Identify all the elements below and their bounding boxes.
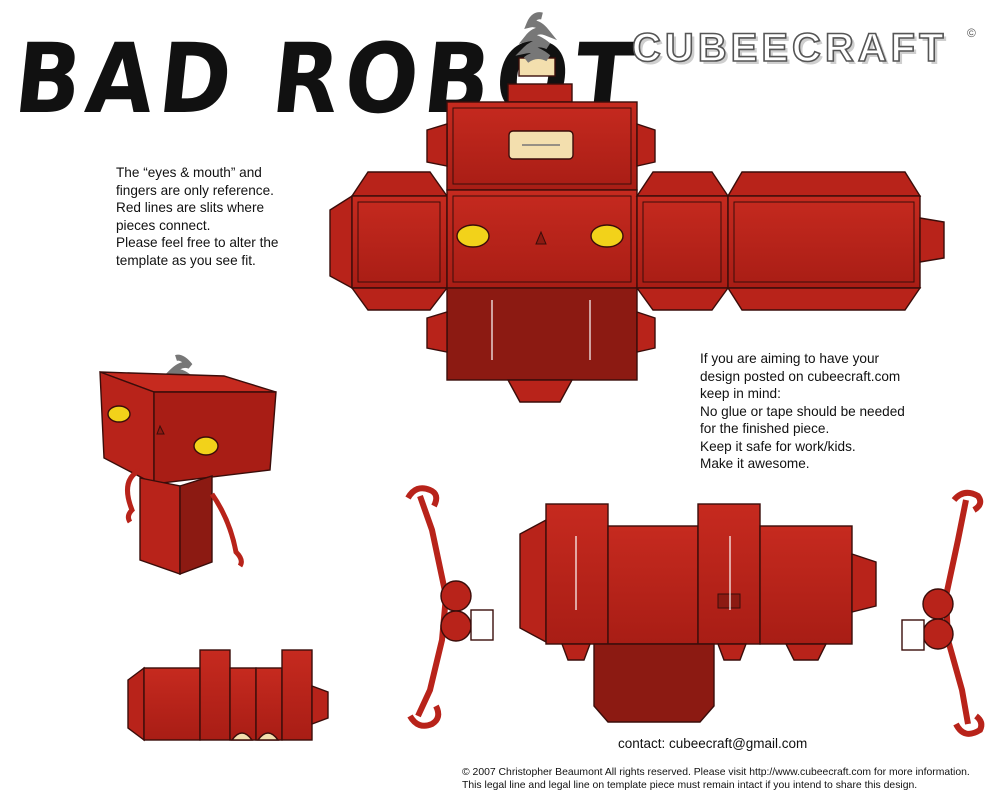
claw-hand-icon xyxy=(951,489,984,513)
eye-icon xyxy=(107,405,131,423)
guidelines-note: If you are aiming to have your design po… xyxy=(700,351,905,471)
left-arm-net xyxy=(405,485,494,729)
right-arm-net xyxy=(901,489,985,737)
legs-net xyxy=(127,649,329,742)
claw-hand-icon xyxy=(407,704,442,729)
reference-note: The “eyes & mouth” and fingers are only … xyxy=(116,165,279,268)
claw-hand-icon xyxy=(953,713,985,737)
eye-icon xyxy=(590,224,624,248)
brand-logo: CUBEECRAFT xyxy=(631,26,948,70)
contact-line: contact: cubeecraft@gmail.com xyxy=(618,736,808,751)
legal-line-1: © 2007 Christopher Beaumont All rights r… xyxy=(462,767,970,778)
body-net xyxy=(519,503,877,723)
head-net xyxy=(329,12,945,403)
legal-notice: © 2007 Christopher Beaumont All rights r… xyxy=(462,766,1002,792)
spring-antenna-icon xyxy=(515,12,558,77)
legal-line-2: This legal line and legal line on templa… xyxy=(462,780,918,791)
eye-icon xyxy=(193,436,219,456)
claw-hand-icon xyxy=(405,485,440,508)
eye-icon xyxy=(456,224,490,248)
brand-copyright-mark: © xyxy=(967,26,976,40)
assembled-robot-preview xyxy=(99,354,277,576)
